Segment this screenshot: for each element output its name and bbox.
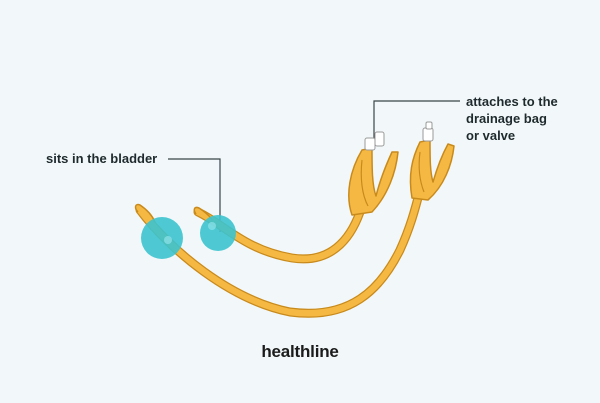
label-drainage: attaches to the drainage bag or valve bbox=[466, 93, 586, 144]
long-catheter bbox=[134, 121, 455, 318]
short-catheter-y-connector bbox=[348, 147, 399, 216]
long-catheter-tip bbox=[134, 203, 156, 223]
label-sits-in-bladder: sits in the bladder bbox=[46, 151, 158, 166]
label-drainage-line-2: drainage bag bbox=[466, 111, 547, 126]
long-catheter-y-connector bbox=[409, 139, 455, 201]
leader-line-drainage bbox=[373, 100, 460, 146]
label-drainage-line-3: or valve bbox=[466, 128, 516, 143]
short-catheter-balloon bbox=[200, 215, 236, 251]
short-catheter-valve bbox=[364, 137, 376, 151]
leader-line-bladder bbox=[168, 158, 221, 232]
label-drainage-line-1: attaches to the bbox=[466, 94, 558, 109]
long-catheter-balloon bbox=[141, 217, 183, 259]
short-catheter bbox=[193, 131, 399, 264]
long-catheter-valve bbox=[422, 127, 434, 142]
short-catheter-tip bbox=[193, 206, 213, 221]
healthline-logo: healthline bbox=[261, 342, 339, 361]
